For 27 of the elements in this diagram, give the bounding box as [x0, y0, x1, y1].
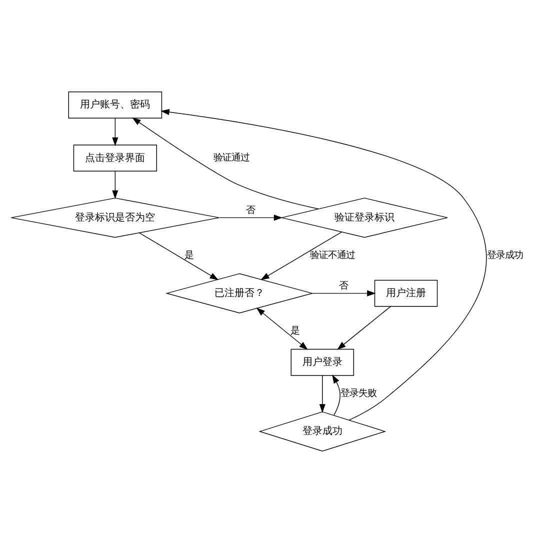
node-box: 用户登录	[290, 348, 354, 376]
arrow	[219, 214, 283, 221]
arrow	[112, 171, 118, 200]
arrow	[112, 118, 118, 146]
edge-label: 登录成功	[486, 250, 523, 261]
arrow	[256, 308, 308, 350]
arrow	[312, 290, 376, 296]
edge-label: 否	[246, 204, 255, 216]
edge-label: 登录失败	[340, 388, 377, 400]
node-box: 用户账号、密码	[68, 92, 162, 118]
node-box: 点击登录界面	[73, 144, 157, 172]
node-diamond: 登录成功	[258, 411, 386, 452]
edge-label: 验证通过	[214, 152, 250, 164]
edge-label: 否	[338, 280, 348, 292]
arrow	[260, 232, 342, 280]
arrow	[332, 374, 340, 416]
node-diamond: 登录标识是否为空	[10, 198, 220, 238]
arrow	[160, 109, 487, 420]
arrow	[132, 118, 319, 210]
edge-label: 验证不通过	[310, 250, 356, 261]
arrow	[139, 232, 219, 280]
node-diamond: 验证登录标识	[281, 198, 448, 238]
arrow	[319, 375, 326, 413]
arrow	[337, 306, 392, 350]
edge-label: 是	[290, 326, 300, 337]
node-box: 用户注册	[374, 280, 438, 307]
edge-label: 是	[184, 250, 194, 261]
